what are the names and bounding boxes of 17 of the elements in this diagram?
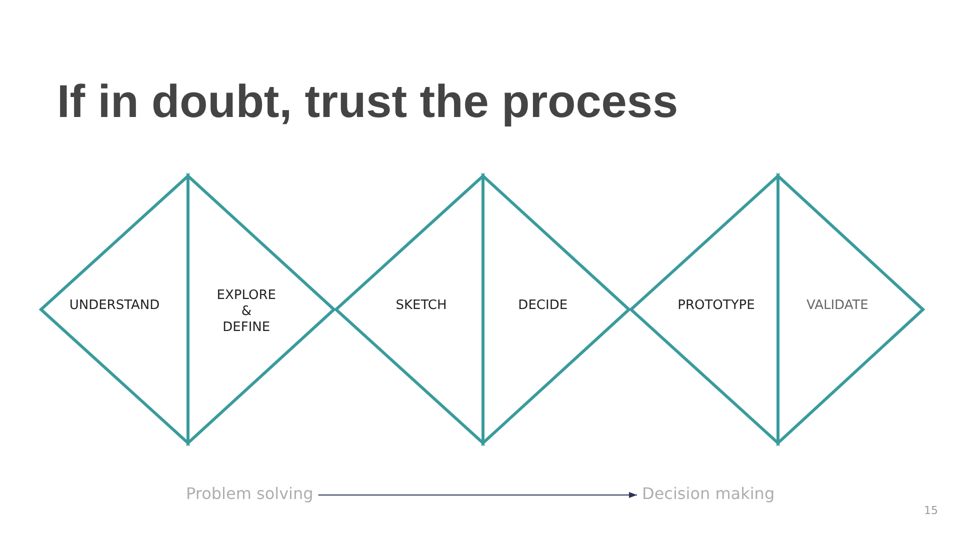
triangle-shape [334,174,485,445]
triangle-shape [39,174,190,445]
triangle-shape [629,174,780,445]
page-number: 15 [924,504,938,517]
slide-title: If in doubt, trust the process [57,78,678,124]
caption-text: Decision making [642,484,775,504]
stage-label: PROTOTYPE [678,298,755,314]
stage-label: SKETCH [396,298,447,314]
stage-label: VALIDATE [806,298,868,314]
stage-label: EXPLORE & DEFINE [216,288,276,336]
stage-label: DECIDE [518,298,568,314]
triangle-shape [776,174,925,445]
triangle-shape [481,174,631,445]
arrow [318,492,638,498]
triangle-shape [186,174,336,445]
caption-text: Problem solving [186,484,314,504]
stage-label: UNDERSTAND [69,298,160,314]
